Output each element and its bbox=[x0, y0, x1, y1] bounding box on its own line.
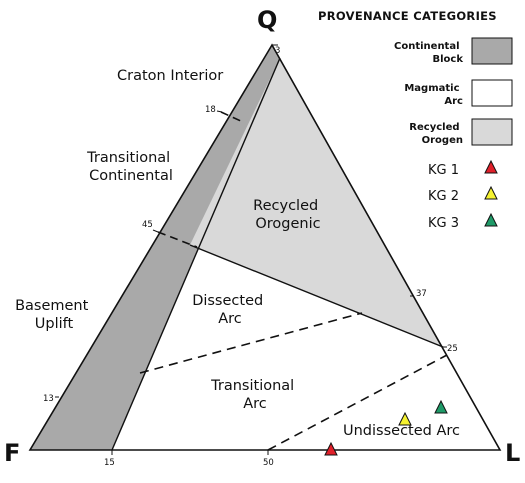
vertex-q-label: Q bbox=[257, 6, 277, 34]
legend-marker-kg3 bbox=[484, 212, 498, 227]
recycled-orogen-lower-boundary bbox=[189, 244, 444, 348]
tick-label-fl15: 15 bbox=[104, 458, 115, 468]
legend-label-recycled-orogen: Recycled Orogen bbox=[409, 122, 463, 146]
recycled-orogen-field bbox=[190, 58, 443, 347]
tick-label-qf13: 13 bbox=[43, 394, 54, 404]
ternary-triangle-outline bbox=[28, 43, 502, 451]
transitional-basement-divider bbox=[157, 231, 198, 248]
tick-label-q3: 3 bbox=[275, 46, 280, 56]
region-label-craton-interior: Craton Interior bbox=[117, 68, 223, 84]
sample-marker-kg3 bbox=[434, 399, 448, 414]
vertex-f-label: F bbox=[4, 439, 20, 467]
legend: PROVENANCE CATEGORIES Continental Block … bbox=[318, 9, 513, 231]
sample-marker-kg2 bbox=[398, 411, 412, 426]
legend-swatch-magmatic-arc bbox=[471, 79, 513, 107]
region-label-recycled-orogenic: Recycled Orogenic bbox=[253, 198, 323, 232]
tick-mark-qf45 bbox=[152, 229, 159, 233]
legend-label-magmatic-arc: Magmatic Arc bbox=[404, 83, 463, 107]
dissected-transitional-arc-divider bbox=[139, 312, 363, 374]
legend-label-kg1: KG 1 bbox=[428, 163, 459, 178]
tick-label-ql25: 25 bbox=[447, 344, 458, 354]
legend-label-continental-block: Continental Block bbox=[394, 41, 463, 65]
tick-label-fl50: 50 bbox=[263, 458, 274, 468]
tick-label-ql37: 37 bbox=[416, 289, 427, 299]
region-label-dissected-arc: Dissected Arc bbox=[192, 293, 268, 327]
legend-swatch-continental-block bbox=[471, 37, 513, 65]
region-label-transitional-continental: Transitional Continental bbox=[86, 150, 175, 184]
craton-transitional-divider bbox=[220, 111, 244, 123]
legend-swatch-recycled-orogen bbox=[471, 118, 513, 146]
tick-mark-qf18 bbox=[216, 110, 223, 113]
legend-marker-kg1 bbox=[484, 159, 498, 174]
legend-title: PROVENANCE CATEGORIES bbox=[318, 9, 497, 23]
region-label-transitional-arc: Transitional Arc bbox=[210, 378, 299, 412]
continental-block-field bbox=[30, 45, 280, 450]
continental-block-boundary bbox=[111, 57, 281, 451]
legend-marker-kg2 bbox=[484, 185, 498, 200]
transitional-undissected-arc-divider bbox=[267, 354, 448, 451]
tick-label-qf45: 45 bbox=[142, 220, 153, 230]
legend-label-kg3: KG 3 bbox=[428, 216, 459, 231]
region-label-undissected-arc: Undissected Arc bbox=[343, 423, 460, 439]
legend-label-kg2: KG 2 bbox=[428, 189, 459, 204]
vertex-l-label: L bbox=[505, 439, 520, 467]
sample-marker-kg1 bbox=[324, 441, 338, 456]
region-label-basement-uplift: Basement Uplift bbox=[15, 298, 93, 332]
tick-label-qf18: 18 bbox=[205, 105, 216, 115]
